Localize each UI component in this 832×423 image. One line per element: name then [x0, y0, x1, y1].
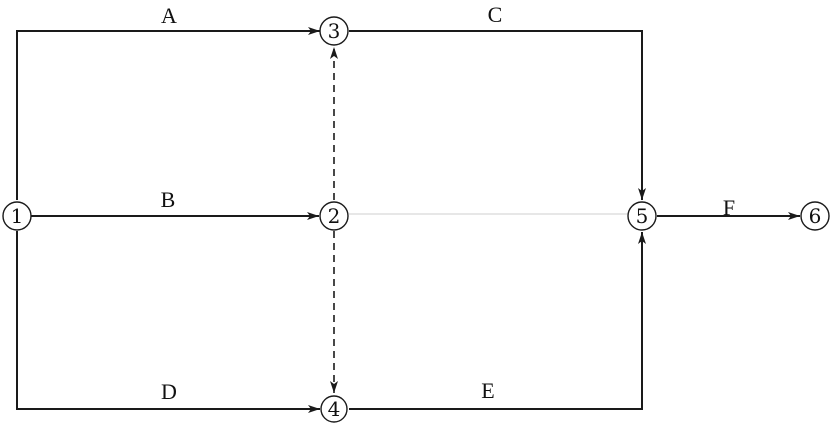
- node-5-label: 5: [636, 204, 649, 228]
- node-6: 6: [800, 201, 830, 231]
- node-2: 2: [319, 201, 349, 231]
- node-1-label: 1: [11, 204, 24, 228]
- activity-e-arrow: [349, 232, 646, 410]
- activity-e-label: E: [481, 378, 494, 403]
- activity-f-label: F: [723, 195, 735, 220]
- activity-c-label: C: [488, 2, 503, 27]
- activity-a-label: A: [161, 3, 177, 28]
- node-5: 5: [627, 201, 657, 231]
- node-6-label: 6: [809, 204, 822, 228]
- activity-c-arrow: [349, 30, 646, 200]
- activity-a-arrow: [16, 27, 320, 200]
- node-4-label: 4: [328, 397, 341, 421]
- node-3-label: 3: [328, 19, 341, 43]
- node-2-label: 2: [328, 204, 341, 228]
- node-3: 3: [319, 16, 349, 46]
- activity-b-label: B: [161, 187, 176, 212]
- activity-d-arrow: [16, 231, 320, 413]
- node-4: 4: [320, 395, 348, 423]
- node-1: 1: [2, 201, 32, 231]
- activity-d-label: D: [161, 379, 177, 404]
